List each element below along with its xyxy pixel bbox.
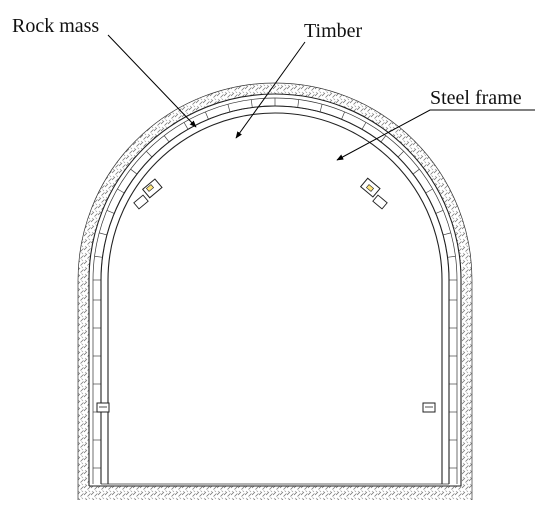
timber-segment-tick	[361, 122, 367, 130]
timber-segment-tick	[99, 232, 108, 236]
rock-mass-leader	[107, 34, 197, 128]
steel-frame-outer	[100, 105, 450, 484]
rock-mass-band	[78, 83, 472, 500]
rock-mass-label: Rock mass	[12, 15, 99, 37]
timber-segment-tick	[146, 151, 153, 158]
left-upper-clamp	[133, 178, 163, 210]
excavation-boundary	[88, 93, 462, 486]
steel-frame-label: Steel frame	[430, 87, 522, 109]
timber-segment-tick	[297, 99, 300, 108]
timber-segment-tick	[442, 232, 451, 236]
steel-frame-inner	[107, 112, 443, 484]
left-side-joint	[96, 402, 110, 413]
timber-segment-tick	[106, 210, 115, 214]
timber-segment-tick	[227, 104, 231, 113]
timber-segment-tick	[205, 111, 209, 120]
steel-frame-leader	[336, 109, 535, 161]
timber-segment-tick	[250, 99, 253, 108]
timber-segment-tick	[94, 255, 103, 258]
right-upper-clamp	[359, 177, 388, 210]
timber-segment-tick	[163, 135, 170, 143]
timber-segment-tick	[425, 188, 433, 194]
timber-segment-tick	[447, 255, 456, 258]
timber-segment-tick	[130, 168, 138, 175]
timber-inner-line	[100, 105, 450, 484]
timber-leader	[235, 41, 306, 139]
timber-segment-tick	[380, 135, 387, 143]
timber-segment-tick	[412, 168, 420, 175]
timber-segment-tick	[183, 122, 189, 130]
right-side-joint	[422, 402, 436, 413]
timber-segment-tick	[435, 210, 444, 214]
timber-segment-tick	[319, 104, 323, 113]
timber-outer-line	[92, 97, 458, 484]
timber-segment-tick	[117, 188, 125, 194]
timber-label: Timber	[304, 20, 363, 42]
timber-segment-tick	[397, 151, 404, 158]
timber-segment-tick	[341, 111, 345, 120]
timber-segments	[93, 98, 457, 469]
